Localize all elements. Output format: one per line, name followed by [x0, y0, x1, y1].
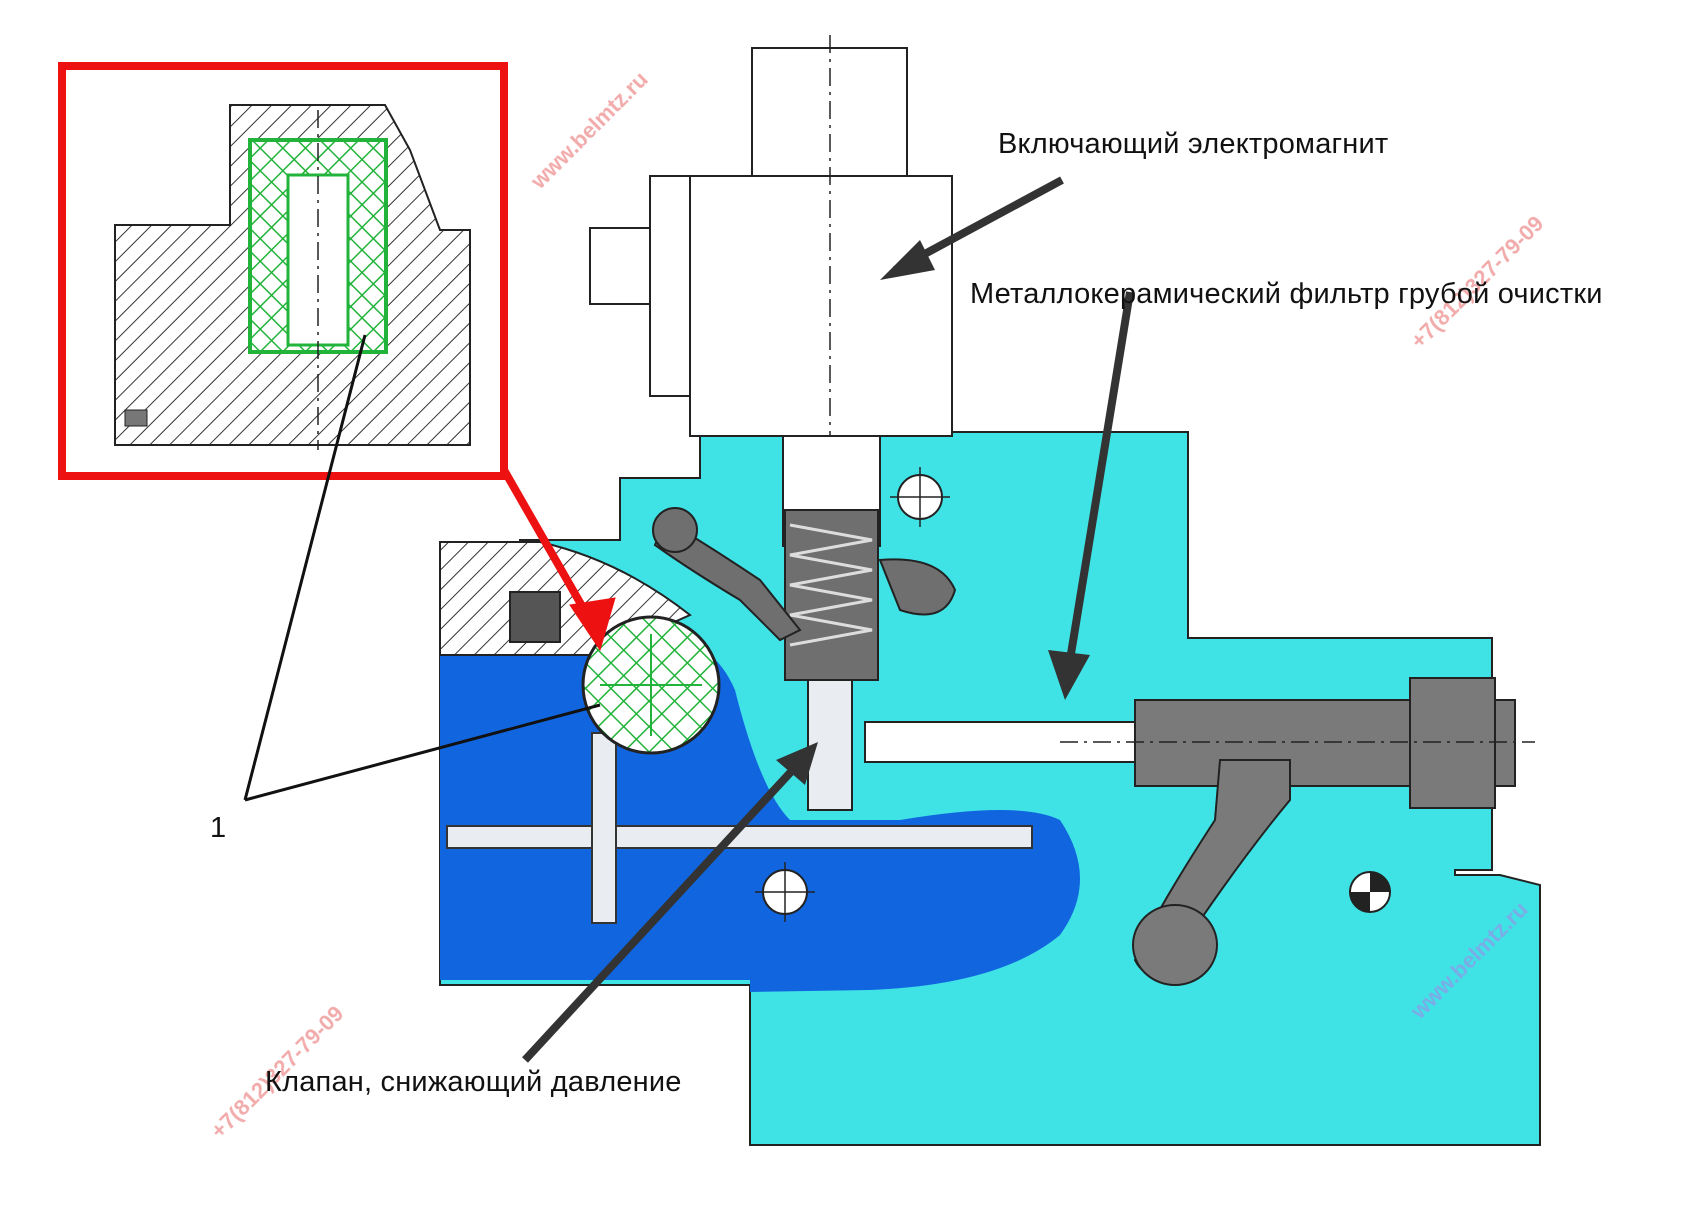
solenoid-unit: [589, 35, 953, 811]
label-solenoid: Включающий электромагнит: [998, 128, 1389, 160]
filter-rod: [864, 677, 1535, 809]
lower-lever: [1132, 759, 1291, 986]
pointer-arrows: [522, 176, 1134, 1063]
filter-element-circle: [581, 615, 721, 755]
label-callout-number: 1: [210, 812, 227, 844]
watermark-site: www.belmtz.ru: [525, 67, 653, 195]
label-valve: Клапан, снижающий давление: [265, 1066, 682, 1098]
highlight-arrow: [500, 410, 616, 652]
inset-detail: [58, 62, 508, 480]
upper-lever: [652, 507, 957, 642]
center-marks: [755, 467, 1391, 922]
callout-lines: [243, 334, 601, 802]
label-filter: Металлокерамический фильтр грубой очистк…: [970, 278, 1603, 310]
